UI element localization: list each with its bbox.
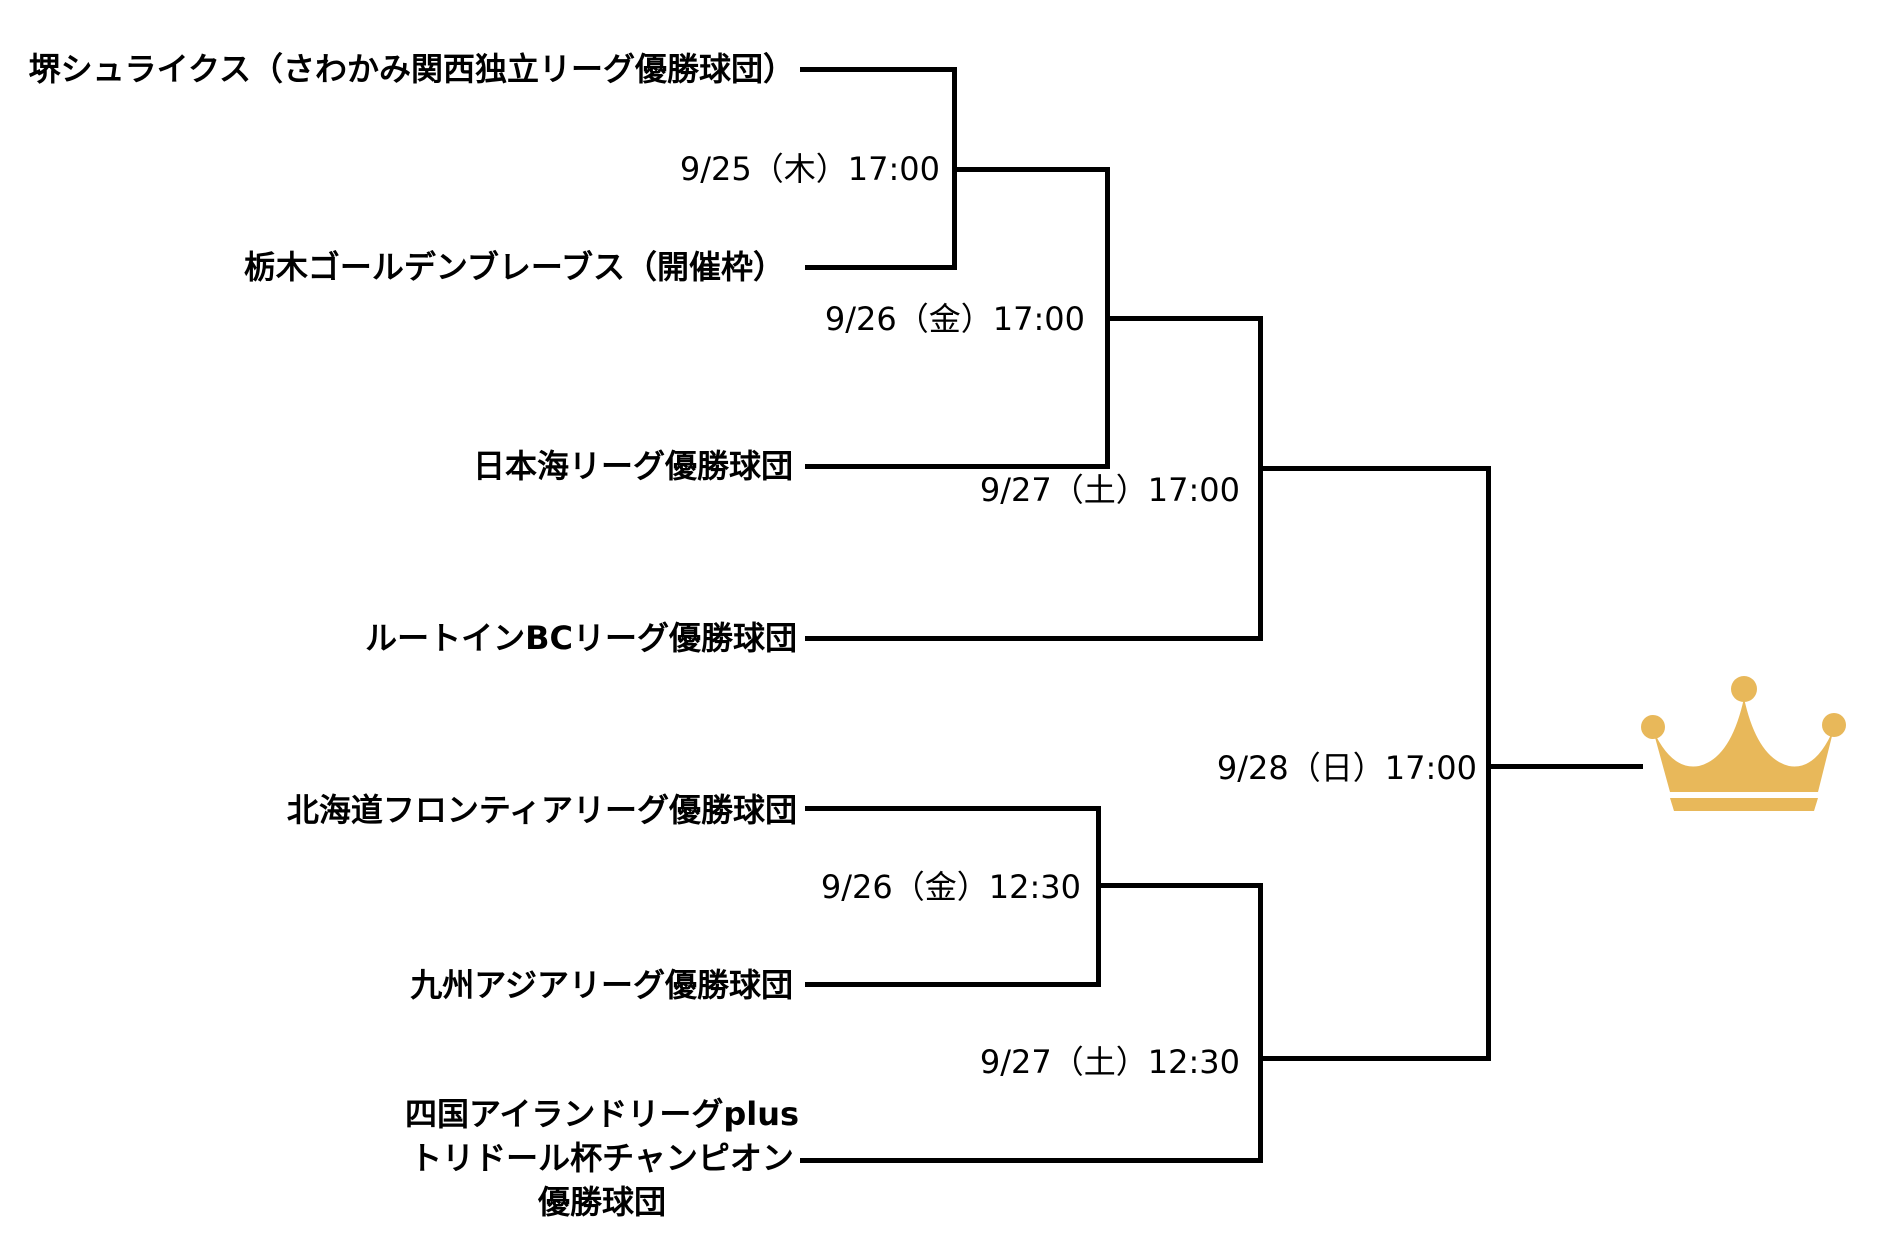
team-label-routeinn-bc-league: ルートインBCリーグ優勝球団 — [365, 619, 797, 657]
match-time-quarterfinal-1: 9/25（木）17:00 — [679, 150, 940, 188]
bracket-line-winner-sf2 — [1260, 1056, 1491, 1061]
bracket-line-winner-qf1 — [955, 167, 1110, 172]
bracket-joiner-final — [1486, 466, 1491, 1061]
team-label-hokkaido-frontier-league: 北海道フロンティアリーグ優勝球団 — [286, 791, 797, 829]
match-time-quarterfinal-2: 9/26（金）17:00 — [824, 300, 1085, 338]
match-time-quarterfinal-3: 9/26（金）12:30 — [820, 868, 1081, 906]
crown-icon — [1641, 676, 1846, 811]
bracket-line-team7 — [800, 1158, 1263, 1163]
bracket-joiner-qf1 — [952, 67, 957, 270]
bracket-line-team4 — [805, 636, 1263, 641]
match-time-final: 9/28（日）17:00 — [1216, 749, 1477, 787]
team-label-tochigi-golden-braves: 栃木ゴールデンブレーブス（開催枠） — [243, 248, 785, 286]
team-label-sakai-shrikes: 堺シュライクス（さわかみ関西独立リーグ優勝球団） — [28, 50, 795, 88]
team-label-shikoku-island-league: 四国アイランドリーグplus トリドール杯チャンピオン 優勝球団 — [302, 1092, 902, 1224]
bracket-line-winner-qf2 — [1107, 316, 1263, 321]
bracket-line-team2 — [805, 265, 957, 270]
bracket-joiner-sf1 — [1258, 316, 1263, 641]
bracket-line-team6 — [805, 982, 1101, 987]
crown-middle-ball — [1731, 676, 1757, 702]
team-label-line-2: トリドール杯チャンピオン — [410, 1139, 794, 1177]
team-label-nihonkai-league: 日本海リーグ優勝球団 — [472, 447, 793, 485]
crown-left-ball — [1641, 715, 1665, 739]
bracket-joiner-qf3 — [1096, 806, 1101, 987]
match-time-semifinal-2: 9/27（土）12:30 — [979, 1043, 1240, 1081]
crown-right-ball — [1822, 713, 1846, 737]
bracket-joiner-qf2 — [1105, 167, 1110, 469]
bracket-line-team3 — [805, 464, 1110, 469]
crown-body — [1653, 698, 1834, 792]
team-label-kyushu-asia-league: 九州アジアリーグ優勝球団 — [410, 966, 793, 1004]
bracket-joiner-sf2 — [1258, 883, 1263, 1163]
team-label-line-1: 四国アイランドリーグplus — [404, 1095, 800, 1133]
bracket-line-winner-qf3 — [1098, 883, 1263, 888]
match-time-semifinal-1: 9/27（土）17:00 — [979, 471, 1240, 509]
bracket-line-winner-sf1 — [1260, 466, 1491, 471]
crown-base-band — [1670, 798, 1818, 811]
team-label-line-3: 優勝球団 — [537, 1183, 666, 1221]
bracket-line-team1 — [800, 67, 957, 72]
bracket-line-team5 — [805, 806, 1101, 811]
bracket-line-champion — [1488, 764, 1643, 769]
